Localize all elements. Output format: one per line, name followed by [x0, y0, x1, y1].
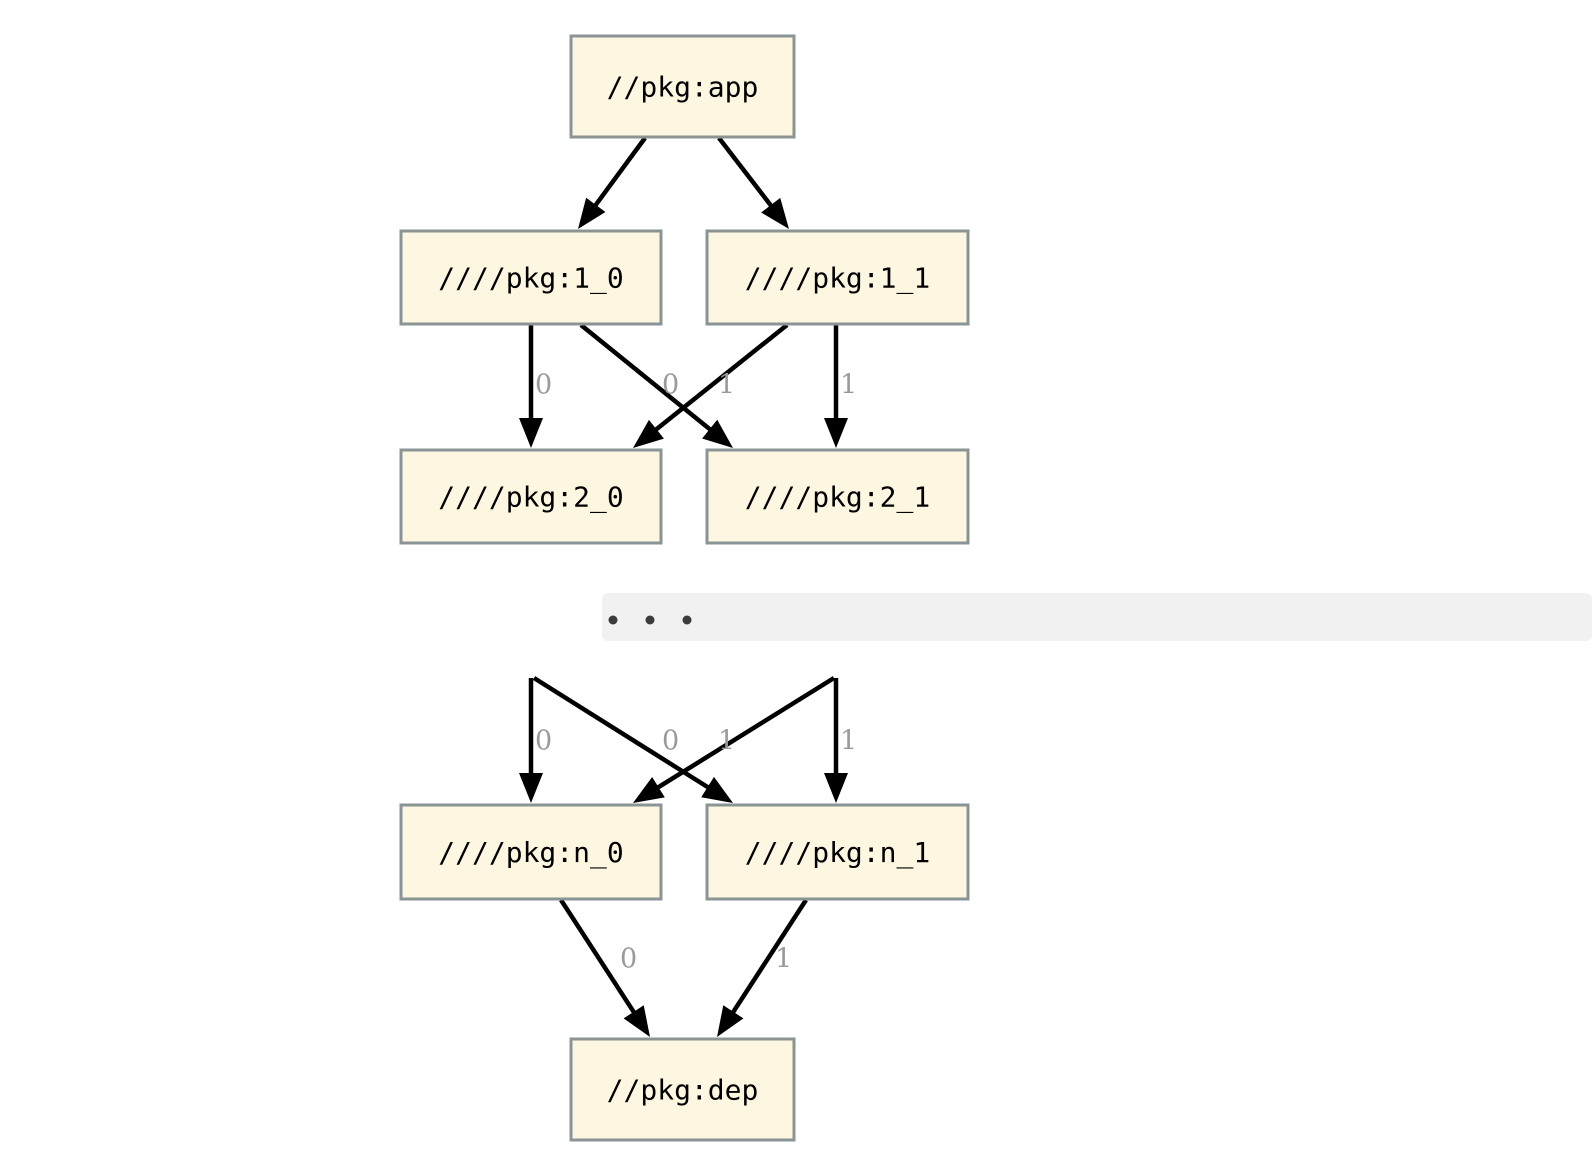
edge-label: 0: [535, 370, 552, 401]
graph-node-nn_0[interactable]: ////pkg:n_0: [399, 803, 663, 901]
edge-line: [579, 323, 716, 435]
node-label: ////pkg:n_1: [745, 836, 930, 870]
edge-arrowhead: [717, 1005, 744, 1037]
node-layer: //pkg:app ////pkg:1_0 ////pkg:1_1 ////pkg:2…: [399, 34, 970, 1142]
node-label: //pkg:dep: [607, 1074, 759, 1107]
edge-arrowhead: [761, 197, 789, 229]
edge-arrowhead: [519, 773, 543, 803]
edge-label: 1: [775, 944, 792, 975]
edge-label: 1: [718, 370, 735, 401]
edge-label: 0: [620, 944, 637, 975]
edge-layer: [519, 136, 848, 1037]
ellipsis-dot: [682, 615, 692, 625]
edge-line: [650, 323, 789, 435]
edge-arrowhead: [701, 776, 733, 803]
ellipsis-dot: [645, 615, 655, 625]
graph-node-nn_1[interactable]: ////pkg:n_1: [705, 803, 970, 901]
node-rect[interactable]: [569, 1037, 796, 1142]
node-rect[interactable]: [569, 34, 796, 139]
graph-node-n2_0[interactable]: ////pkg:2_0: [399, 448, 663, 545]
edge-arrowhead: [824, 773, 848, 803]
edge-label-layer: 0 0 1 1 0 0 1 1 0 1: [535, 370, 857, 975]
edge-label: 1: [840, 726, 857, 757]
edge-arrowhead: [824, 418, 848, 448]
edge-label: 1: [840, 370, 857, 401]
graph-node-n1_1[interactable]: ////pkg:1_1: [705, 229, 970, 326]
node-label: ////pkg:1_0: [438, 262, 623, 296]
edge-label: 0: [662, 726, 679, 757]
edge-arrowhead: [702, 419, 733, 448]
edge-line: [559, 898, 639, 1019]
edge-arrowhead: [578, 197, 606, 229]
edge-arrowhead: [633, 419, 664, 448]
ellipsis-band-layer: [602, 593, 1592, 641]
node-label: ////pkg:n_0: [438, 836, 623, 870]
graph-node-n2_1[interactable]: ////pkg:2_1: [705, 448, 970, 545]
node-label: ////pkg:2_1: [745, 481, 930, 515]
graph-node-dep[interactable]: //pkg:dep: [569, 1037, 796, 1142]
node-label: ////pkg:2_0: [438, 481, 623, 515]
edge-line: [717, 136, 777, 212]
node-rect[interactable]: [399, 448, 663, 545]
node-rect[interactable]: [399, 229, 663, 326]
node-rect[interactable]: [705, 229, 970, 326]
edge-arrowhead: [519, 418, 543, 448]
node-rect[interactable]: [705, 448, 970, 545]
edge-label: 0: [535, 726, 552, 757]
edge-label: 0: [662, 370, 679, 401]
edge-line: [590, 136, 647, 212]
node-rect[interactable]: [399, 803, 663, 901]
edge-label: 1: [718, 726, 735, 757]
edge-arrowhead: [623, 1005, 650, 1037]
ellipsis-band: [602, 593, 1592, 641]
edge-line: [652, 676, 836, 793]
node-label: ////pkg:1_1: [745, 262, 930, 296]
edge-arrowhead: [633, 776, 665, 803]
edge-line: [532, 676, 714, 793]
graph-node-n1_0[interactable]: ////pkg:1_0: [399, 229, 663, 326]
node-rect[interactable]: [705, 803, 970, 901]
edge-line: [728, 898, 808, 1019]
node-label: //pkg:app: [607, 71, 759, 104]
ellipsis-dot: [608, 615, 618, 625]
graph-node-app[interactable]: //pkg:app: [569, 34, 796, 139]
